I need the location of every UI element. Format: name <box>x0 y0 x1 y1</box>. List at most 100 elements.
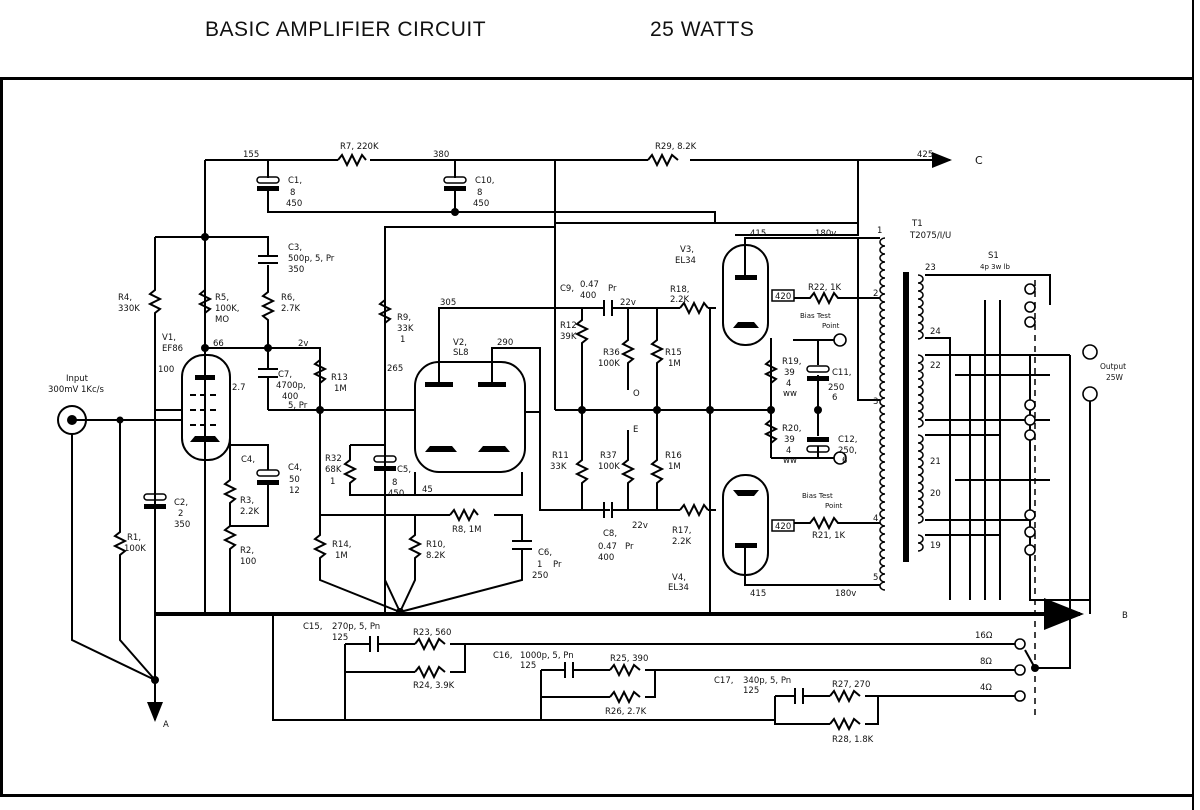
c11-label: C11, <box>832 368 851 378</box>
feedback-network <box>272 614 1071 732</box>
c9-value: 0.47 <box>580 280 599 290</box>
c4-value: 50 <box>289 475 300 485</box>
secondary-switching <box>925 274 1098 720</box>
r5-type: MO <box>215 315 229 325</box>
labels: 155 380 425 C R7, 220K R29, 8.2K C1, 8 4… <box>48 142 1128 745</box>
transformer-tap-label: 22 <box>930 361 941 371</box>
c5-voltage: 450 <box>388 489 404 499</box>
c8-voltage: 400 <box>598 553 614 563</box>
transformer-tap-label: 21 <box>930 457 941 467</box>
r12-value: 39K <box>560 332 577 342</box>
secondary-winding-1 <box>917 274 924 340</box>
bias-test-1-point: Point <box>822 322 840 330</box>
v1-type: EF86 <box>162 344 183 354</box>
r6-value: 2.7K <box>281 304 301 314</box>
bias-test-2-label: Bias Test <box>802 492 833 500</box>
r28-label: R28, 1.8K <box>832 735 874 745</box>
page-edge <box>1192 0 1200 810</box>
r37-value: 100K <box>598 462 620 472</box>
c7-label: C7, <box>278 370 292 380</box>
r10-label: R10, <box>426 540 445 550</box>
r19-label: R19, <box>782 357 801 367</box>
r21-label: R21, 1K <box>812 531 846 541</box>
c1-value: 8 <box>290 188 295 198</box>
c7-type: 5, Pr <box>288 401 308 411</box>
node-290: 290 <box>497 338 513 348</box>
c17-label: C17, <box>714 676 733 686</box>
r16-label: R16 <box>665 451 682 461</box>
tap-16-ohm <box>1014 638 1026 650</box>
c17-voltage: 125 <box>743 686 759 696</box>
transformer-tap-label: 5 <box>873 573 878 583</box>
bias-test-1-label: Bias Test <box>800 312 831 320</box>
r37-label: R37 <box>600 451 617 461</box>
r9-value: 33K <box>397 324 414 334</box>
c10-value: 8 <box>477 188 482 198</box>
c7-voltage: 400 <box>282 392 298 402</box>
node-380: 380 <box>433 150 449 160</box>
r17-label: R17, <box>672 526 691 536</box>
r20-watt: 4 <box>786 446 791 456</box>
r27-label: R27, 270 <box>832 680 870 690</box>
v2-type: SL8 <box>453 348 469 358</box>
r9-label: R9, <box>397 313 411 323</box>
r23-label: R23, 560 <box>413 628 451 638</box>
c10-label: C10, <box>475 176 494 186</box>
r22-label: R22, 1K <box>808 283 842 293</box>
v2-stage <box>312 226 610 616</box>
input-spec: 300mV 1Kc/s <box>48 385 105 395</box>
c16-voltage: 125 <box>520 661 536 671</box>
diagram-title: BASIC AMPLIFIER CIRCUIT <box>205 18 487 41</box>
r5-value: 100K, <box>215 304 240 314</box>
c1-capacitor <box>256 176 280 184</box>
c8-value: 0.47 <box>598 542 617 552</box>
c3-voltage: 350 <box>288 265 304 275</box>
s1-ref: S1 <box>988 251 999 261</box>
r2-value: 100 <box>240 557 256 567</box>
r3-value: 2.2K <box>240 507 260 517</box>
c2-label: C2, <box>174 498 188 508</box>
r13-label: R13 <box>331 373 348 383</box>
r14-label: R14, <box>332 540 351 550</box>
tap-4-ohm <box>1014 690 1026 702</box>
phase-splitter <box>555 300 771 614</box>
c2-capacitor <box>143 493 167 501</box>
node-100: 100 <box>158 365 174 375</box>
r1-label: R1, <box>127 533 141 543</box>
c6-value: 1 <box>537 560 542 570</box>
node-66: 66 <box>213 339 224 349</box>
c12-label: C12, <box>838 435 857 445</box>
node-2v: 2v <box>298 339 308 349</box>
power-rating: 25 WATTS <box>650 18 755 41</box>
c4-voltage: 12 <box>289 486 300 496</box>
c1-voltage: 450 <box>286 199 302 209</box>
r19-type: ww <box>783 389 797 399</box>
t1-ref: T1 <box>911 219 923 229</box>
r12-label: R12 <box>560 321 577 331</box>
input-label: Input <box>66 374 89 384</box>
t1-part: T2075/I/U <box>909 231 951 241</box>
v3-type: EL34 <box>675 256 696 266</box>
c12-capacitor <box>807 437 829 442</box>
r11-value: 33K <box>550 462 567 472</box>
r19-value: 39 <box>784 368 795 378</box>
r15-value: 1M <box>668 359 681 369</box>
v1-stage <box>57 236 1084 722</box>
bias-test-point-1 <box>833 333 847 347</box>
r17-value: 2.2K <box>672 537 692 547</box>
r18-label: R18, <box>670 285 689 295</box>
output-terminal-common <box>1082 386 1098 402</box>
r18-value: 2.2K <box>670 295 690 305</box>
output-terminal-hot <box>1082 344 1098 360</box>
r16-value: 1M <box>668 462 681 472</box>
r5-label: R5, <box>215 293 229 303</box>
c3-label: C3, <box>288 243 302 253</box>
tap-8-ohm <box>1014 664 1026 676</box>
output-stage <box>722 237 880 586</box>
v2-tube <box>414 361 526 473</box>
c8-label: C8, <box>603 529 617 539</box>
secondary-winding-3 <box>917 434 924 524</box>
v4-type: EL34 <box>668 583 689 593</box>
transformer-tap-label: 24 <box>930 327 941 337</box>
